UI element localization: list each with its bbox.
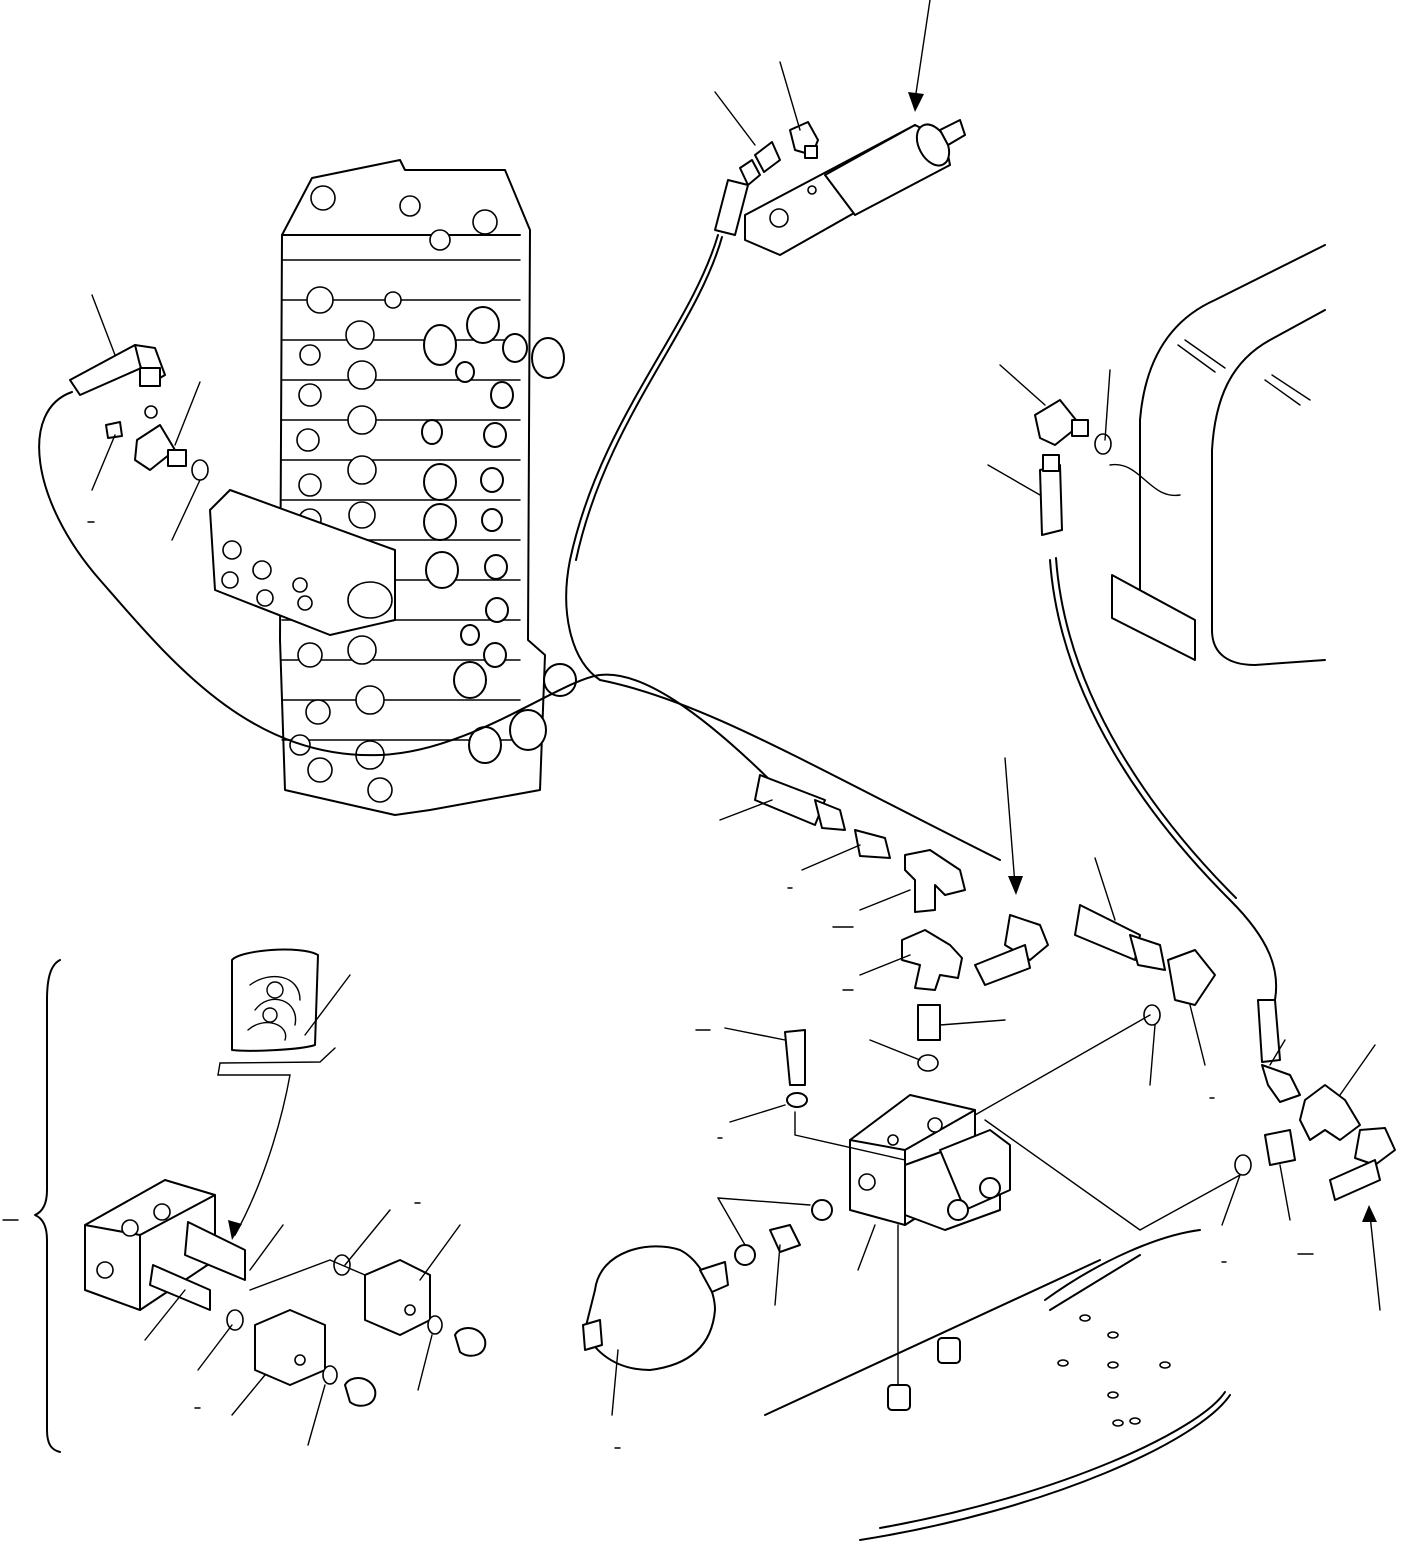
hydraulic-hose <box>565 179 1001 861</box>
seal-kit-bag <box>231 948 319 1052</box>
hose-fittings-middle <box>754 774 1216 1108</box>
elbow-fitting <box>105 405 209 481</box>
elbow-fitting <box>1034 399 1112 536</box>
cross-fitting <box>1234 1084 1396 1201</box>
leader-lines <box>91 0 1381 1446</box>
arrowheads <box>228 92 1377 1240</box>
hydraulic-hose <box>38 344 781 791</box>
pilot-cylinder <box>744 119 966 256</box>
hydraulic-hose <box>1049 557 1301 1103</box>
control-valve-assembly <box>209 159 577 816</box>
base-plate <box>764 1229 1231 1541</box>
solenoid-valve-exploded-detail <box>34 959 487 1453</box>
frame-outline <box>1109 244 1326 666</box>
label-marks <box>2 521 1314 1449</box>
solenoid-valve-block <box>849 1094 1011 1231</box>
accumulator <box>582 1199 833 1371</box>
elbow-fitting <box>739 121 819 186</box>
